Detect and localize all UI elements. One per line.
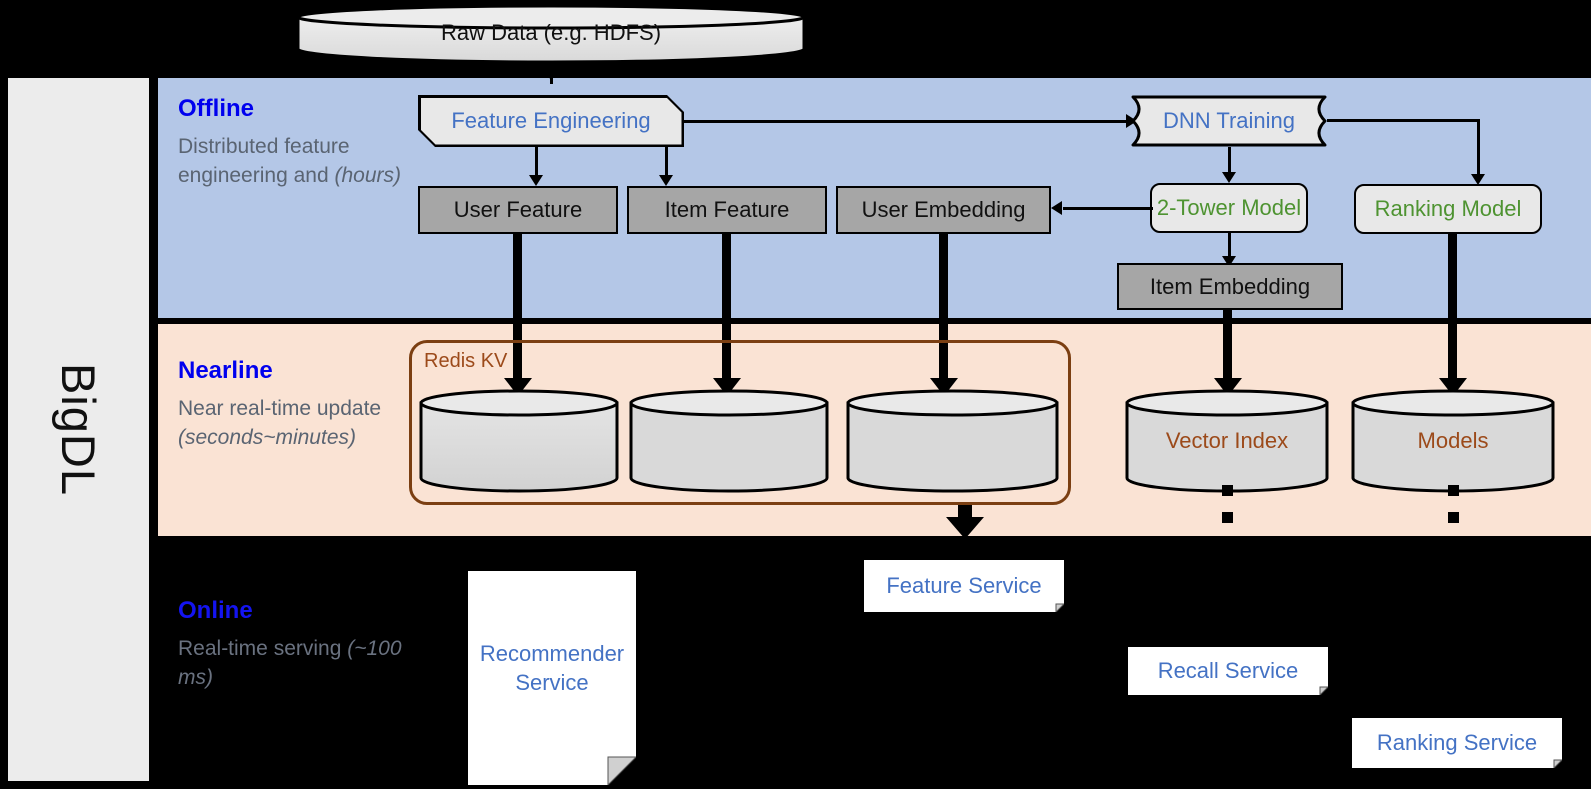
store-user-embedding-label (845, 388, 1060, 493)
user-feature-box[interactable]: User Feature (418, 186, 618, 234)
arrowhead-twotower-userembedding (1051, 201, 1062, 215)
ranking-model-box[interactable]: Ranking Model (1354, 184, 1542, 234)
arrowhead-dnn-twotower (1222, 172, 1236, 183)
item-embedding-label: Item Embedding (1149, 273, 1311, 299)
recall-service-label: Recall Service (1157, 657, 1299, 683)
band-subtitle-offline-text: Distributed feature engineering and (178, 135, 350, 187)
models-cylinder[interactable]: Models (1350, 388, 1556, 493)
arrowhead-rawdata-fe (537, 62, 565, 80)
arrowhead-twotower-itemembedding (1222, 256, 1236, 267)
connector-fe-dnn (684, 120, 1131, 123)
band-title-online: Online (178, 597, 253, 624)
connector-dnn-twotower (1228, 147, 1231, 176)
bigdl-label: BigDL (8, 78, 149, 781)
band-subtitle-offline-em: (hours) (334, 163, 401, 187)
dash-models-2 (1448, 512, 1459, 523)
band-title-offline: Offline (178, 95, 254, 122)
item-embedding-box[interactable]: Item Embedding (1117, 263, 1343, 310)
feature-engineering-label: Feature Engineering (421, 98, 682, 145)
store-user-feature-cylinder[interactable] (418, 388, 620, 493)
raw-data-cylinder: Raw Data (e.g. HDFS) (295, 4, 807, 62)
redis-kv-container (409, 340, 1071, 505)
pipe-item-feature (722, 234, 731, 384)
connector-dnn-ranking-h (1327, 119, 1479, 122)
bigdl-text: BigDL (51, 362, 105, 497)
raw-data-label: Raw Data (e.g. HDFS) (440, 20, 662, 45)
band-subtitle-nearline-em: (seconds~minutes) (178, 425, 356, 449)
arrowhead-fe-userfeature (529, 175, 543, 186)
store-item-feature-label (628, 388, 830, 493)
two-tower-model-box[interactable]: 2-Tower Model (1150, 183, 1308, 233)
connector-twotower-userembedding (1063, 207, 1153, 210)
pipe-user-feature (513, 234, 522, 384)
band-subtitle-nearline-text: Near real-time update (178, 397, 382, 421)
bigdl-panel: BigDL (8, 78, 149, 781)
ranking-model-label: Ranking Model (1374, 196, 1522, 222)
arrowhead-fe-itemfeature (659, 175, 673, 186)
band-title-nearline: Nearline (178, 357, 273, 384)
recall-service-doc[interactable]: Recall Service (1128, 647, 1328, 695)
band-subtitle-online-em: (~100 ms) (178, 637, 402, 689)
item-feature-label: Item Feature (664, 197, 790, 223)
item-feature-box[interactable]: Item Feature (627, 186, 827, 234)
models-label: Models (1417, 427, 1489, 453)
band-subtitle-online-text: Real-time serving (178, 637, 348, 661)
arrowhead-redis-featureservice (946, 517, 984, 539)
user-feature-label: User Feature (453, 197, 583, 223)
arrowhead-dnn-ranking (1471, 174, 1485, 185)
caption-nearline: Nearline Near real-time update (seconds~… (178, 357, 418, 452)
redis-kv-label: Redis KV (424, 350, 508, 372)
dash-models-1 (1448, 485, 1459, 496)
two-tower-model-label: 2-Tower Model (1156, 195, 1302, 221)
ranking-service-label: Ranking Service (1376, 729, 1538, 755)
connector-fe-userfeature (535, 147, 538, 179)
user-embedding-box[interactable]: User Embedding (836, 186, 1051, 234)
connector-dnn-ranking-v (1477, 119, 1480, 178)
dash-vector-index-1 (1222, 485, 1233, 496)
vector-index-cylinder[interactable]: Vector Index (1124, 388, 1330, 493)
dnn-training-label: DNN Training (1162, 108, 1296, 133)
band-subtitle-online: Real-time serving (~100 ms) (178, 635, 418, 691)
vector-index-label: Vector Index (1165, 427, 1289, 453)
store-user-embedding-cylinder[interactable] (845, 388, 1060, 493)
recommender-service-label: Recommender Service (479, 641, 625, 695)
connector-fe-itemfeature (665, 147, 668, 179)
connector-twotower-itemembedding (1228, 233, 1231, 261)
pipe-item-embedding (1223, 310, 1232, 384)
pipe-user-embedding (939, 234, 948, 384)
pipe-ranking-model (1448, 234, 1457, 384)
user-embedding-label: User Embedding (861, 197, 1026, 223)
caption-offline: Offline Distributed feature engineering … (178, 95, 418, 190)
feature-service-label: Feature Service (886, 572, 1042, 598)
ranking-service-doc[interactable]: Ranking Service (1352, 718, 1562, 768)
store-item-feature-cylinder[interactable] (628, 388, 830, 493)
caption-online: Online Real-time serving (~100 ms) (178, 597, 418, 692)
feature-service-doc[interactable]: Feature Service (864, 560, 1064, 612)
dash-vector-index-2 (1222, 512, 1233, 523)
feature-engineering-box[interactable]: Feature Engineering (418, 95, 684, 147)
store-user-feature-label (418, 388, 620, 493)
dnn-training-box[interactable]: DNN Training (1131, 95, 1327, 147)
recommender-service-doc[interactable]: Recommender Service (468, 571, 636, 785)
band-subtitle-nearline: Near real-time update (seconds~minutes) (178, 395, 418, 451)
band-subtitle-offline: Distributed feature engineering and (hou… (178, 133, 418, 189)
dash-redis-featureservice (958, 505, 972, 519)
